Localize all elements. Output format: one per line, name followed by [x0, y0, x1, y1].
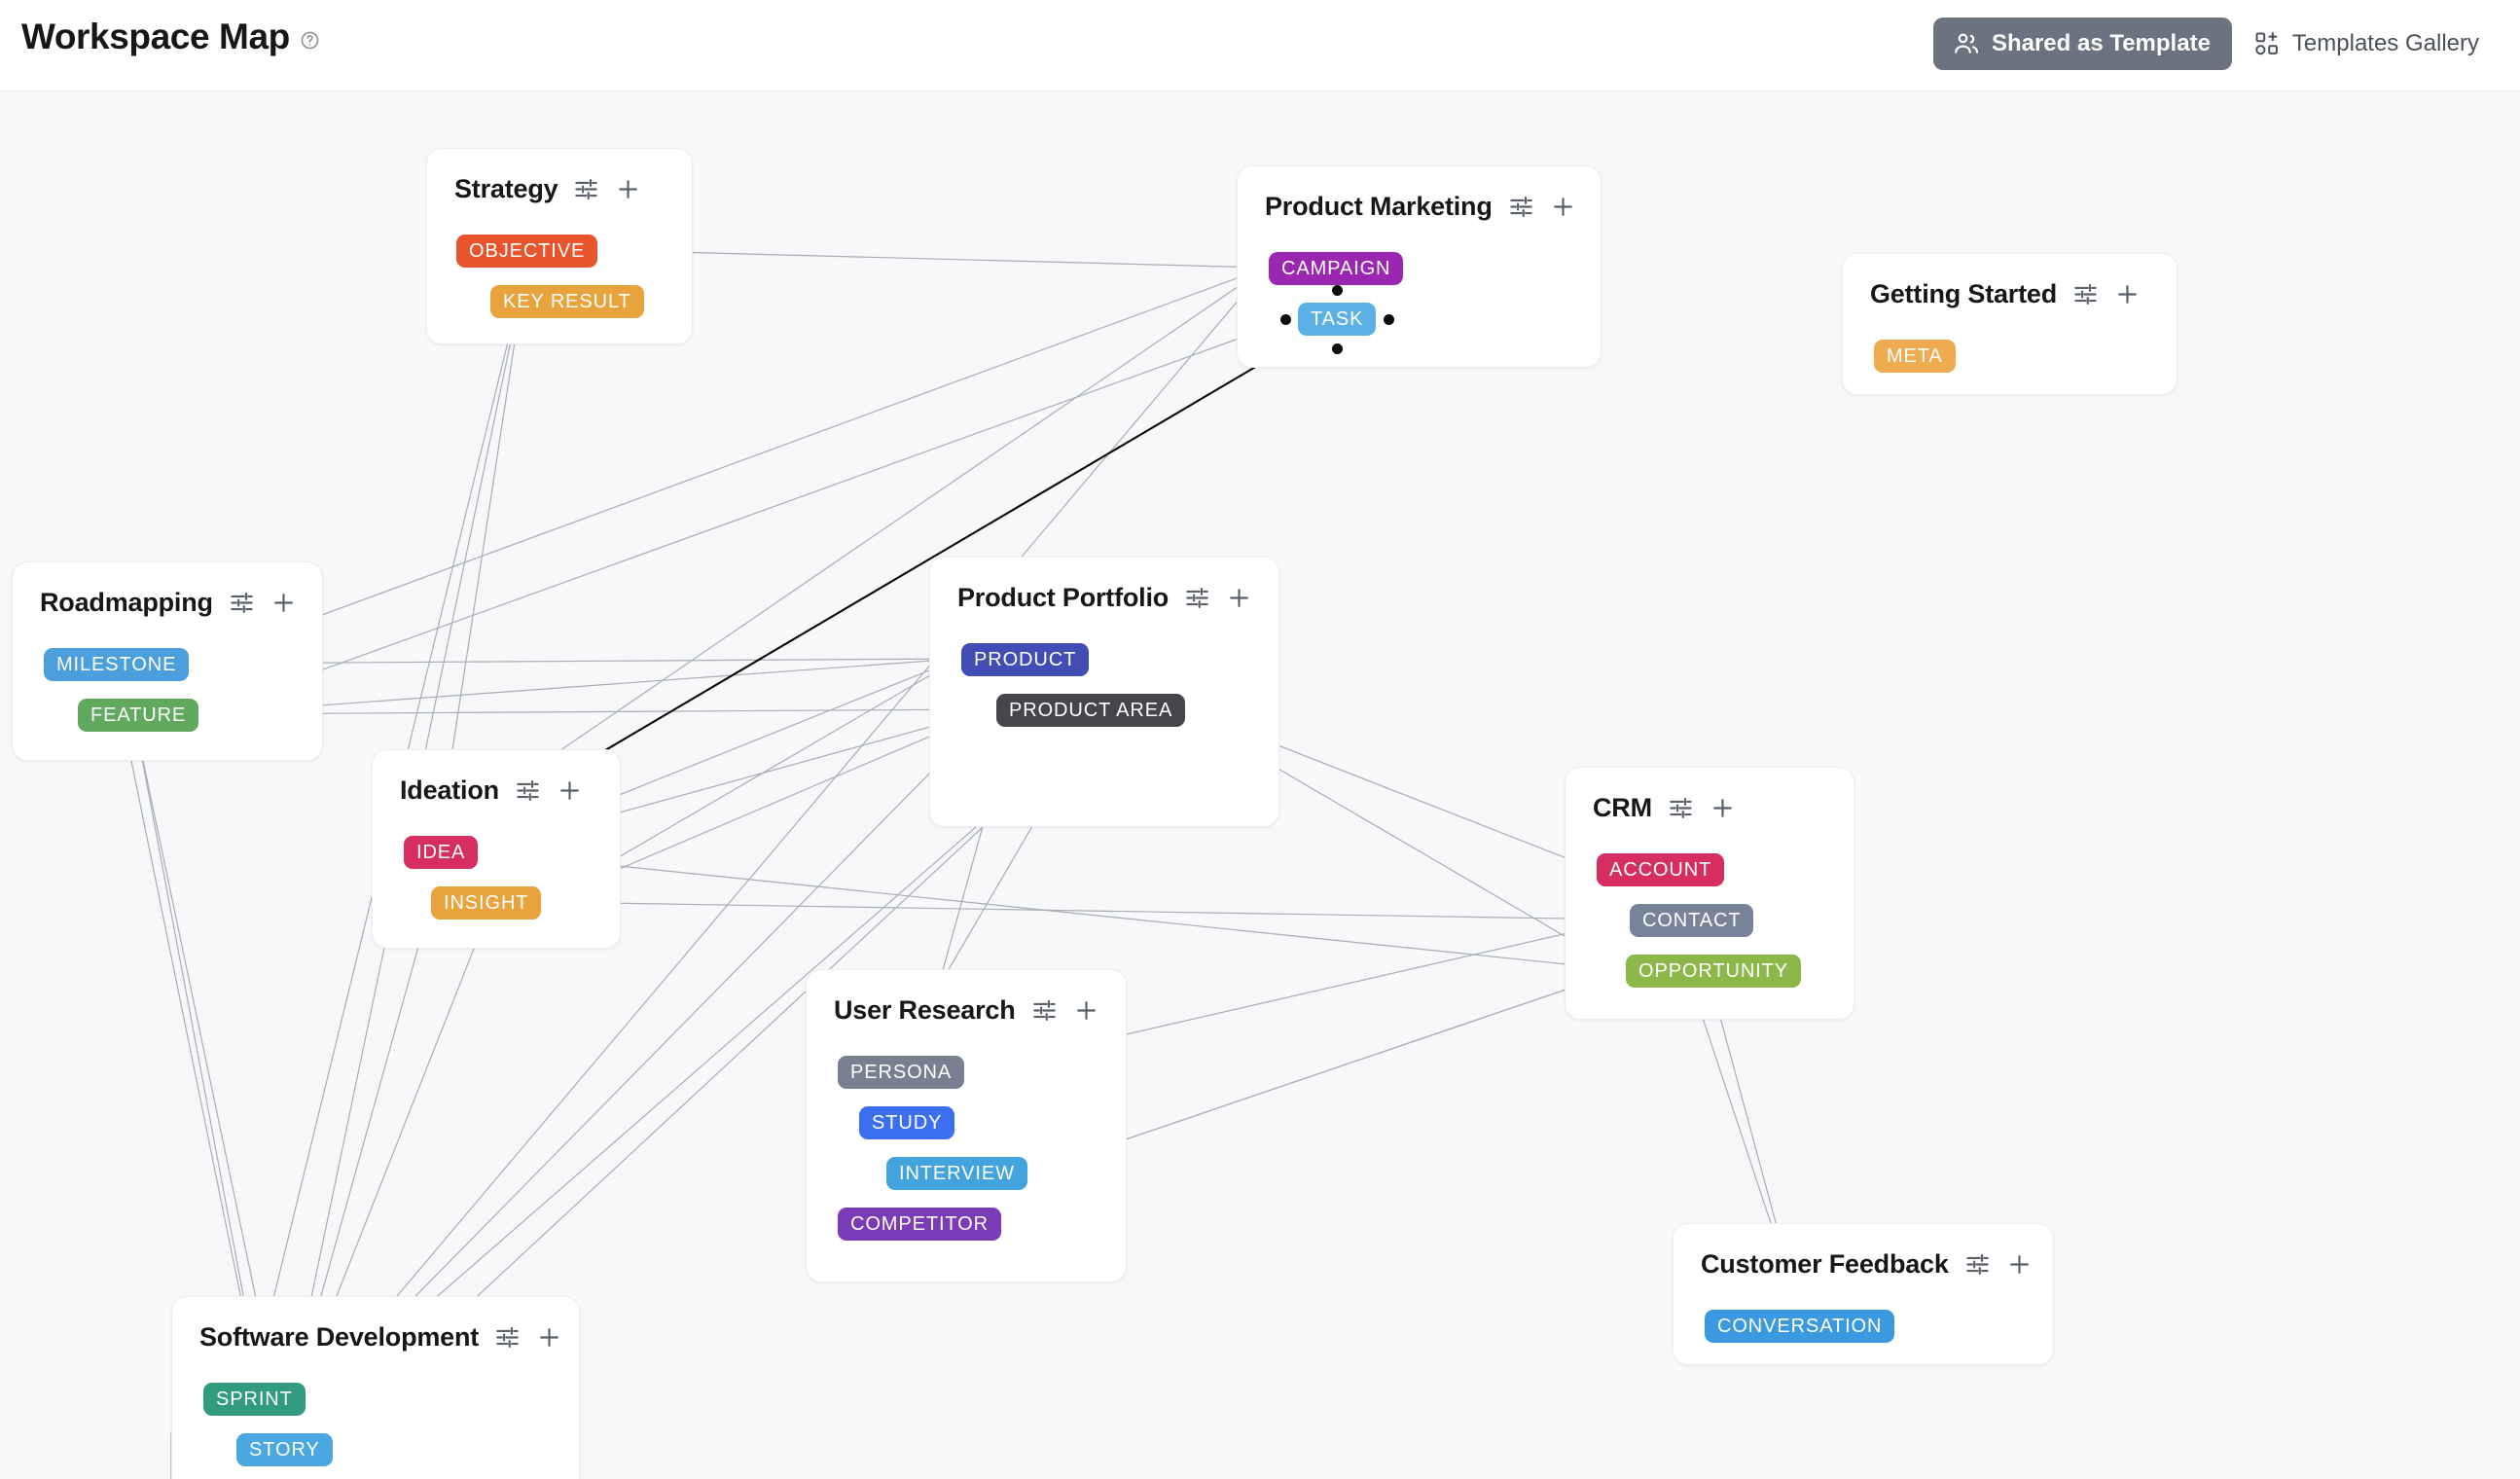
plus-icon[interactable] [2006, 1251, 2033, 1278]
node-account[interactable]: ACCOUNT [1597, 853, 1725, 886]
plus-icon[interactable] [557, 777, 583, 804]
plus-icon[interactable] [1073, 997, 1099, 1024]
node-meta[interactable]: META [1874, 340, 1956, 373]
shared-as-template-button[interactable]: Shared as Template [1932, 18, 2232, 70]
sliders-icon[interactable] [1184, 585, 1210, 611]
sliders-icon[interactable] [573, 176, 599, 202]
plus-icon[interactable] [536, 1324, 562, 1351]
node-contact[interactable]: CONTACT [1630, 904, 1754, 937]
node-key-result[interactable]: KEY RESULT [490, 285, 644, 318]
people-icon [1953, 30, 1980, 57]
node-task[interactable]: TASK [1298, 303, 1377, 336]
card-header-crm: CRM [1593, 793, 1736, 823]
sliders-icon[interactable] [1031, 997, 1058, 1024]
node-feature[interactable]: FEATURE [78, 699, 199, 732]
node-objective[interactable]: OBJECTIVE [456, 234, 598, 268]
plus-icon[interactable] [1226, 585, 1252, 611]
sliders-icon[interactable] [1964, 1251, 1991, 1278]
node-conversation[interactable]: CONVERSATION [1705, 1310, 1895, 1343]
card-title-getting-started: Getting Started [1870, 279, 2058, 308]
card-title-customer-feedback: Customer Feedback [1701, 1249, 1949, 1279]
node-persona[interactable]: PERSONA [838, 1056, 965, 1089]
plus-icon[interactable] [2114, 281, 2141, 307]
card-header-product-marketing: Product Marketing [1265, 192, 1576, 222]
templates-gallery-button[interactable]: Templates Gallery [2238, 18, 2495, 70]
node-milestone[interactable]: MILESTONE [44, 648, 190, 681]
node-campaign[interactable]: CAMPAIGN [1269, 252, 1404, 285]
node-interview[interactable]: INTERVIEW [886, 1157, 1027, 1190]
sliders-icon[interactable] [1668, 795, 1694, 821]
app-header: Workspace Map Sha [0, 0, 2520, 91]
selection-handle[interactable] [1279, 313, 1291, 325]
card-title-strategy: Strategy [454, 174, 558, 203]
card-title-crm: CRM [1593, 793, 1652, 822]
edge [478, 848, 1624, 971]
selection-handle[interactable] [1331, 343, 1343, 354]
card-title-roadmapping: Roadmapping [40, 588, 213, 617]
plus-icon[interactable] [1550, 194, 1576, 220]
card-header-strategy: Strategy [454, 174, 641, 204]
node-story[interactable]: STORY [236, 1433, 333, 1466]
card-header-product-portfolio: Product Portfolio [957, 583, 1252, 613]
page-title: Workspace Map [21, 17, 290, 56]
question-circle-icon[interactable] [300, 30, 320, 51]
edge [541, 898, 1628, 920]
templates-gallery-label: Templates Gallery [2291, 30, 2479, 56]
node-opportunity[interactable]: OPPORTUNITY [1626, 955, 1801, 988]
sliders-icon[interactable] [2072, 281, 2099, 307]
card-title-software-development: Software Development [199, 1322, 480, 1352]
header-actions: Shared as Template Templates Gallery [1932, 18, 2495, 70]
selection-handle[interactable] [1331, 284, 1343, 296]
page-title-group: Workspace Map [21, 17, 320, 57]
card-header-ideation: Ideation [400, 776, 583, 806]
templates-grid-icon [2253, 30, 2281, 57]
card-header-roadmapping: Roadmapping [40, 588, 297, 618]
card-header-getting-started: Getting Started [1870, 279, 2141, 309]
node-insight[interactable]: INSIGHT [431, 886, 542, 920]
card-header-software-development: Software Development [199, 1322, 562, 1353]
plus-icon[interactable] [270, 590, 297, 616]
sliders-icon[interactable] [1508, 194, 1534, 220]
node-competitor[interactable]: COMPETITOR [838, 1208, 1001, 1241]
card-title-product-portfolio: Product Portfolio [957, 583, 1170, 612]
card-header-user-research: User Research [834, 995, 1099, 1026]
plus-icon[interactable] [615, 176, 641, 202]
sliders-icon[interactable] [515, 777, 541, 804]
sliders-icon[interactable] [494, 1324, 521, 1351]
shared-as-template-label: Shared as Template [1991, 30, 2211, 56]
edge [597, 249, 1267, 271]
card-header-customer-feedback: Customer Feedback [1701, 1249, 2033, 1280]
card-title-product-marketing: Product Marketing [1265, 192, 1493, 221]
edge [439, 268, 529, 834]
card-software-development[interactable]: Software DevelopmentSPRINTSTORYBUG [171, 1296, 580, 1479]
selection-handle[interactable] [1383, 313, 1394, 325]
node-product-area[interactable]: PRODUCT AREA [996, 694, 1186, 727]
sliders-icon[interactable] [229, 590, 255, 616]
node-sprint[interactable]: SPRINT [203, 1383, 306, 1416]
node-product[interactable]: PRODUCT [961, 643, 1090, 676]
plus-icon[interactable] [1710, 795, 1736, 821]
node-study[interactable]: STUDY [859, 1106, 955, 1139]
card-title-user-research: User Research [834, 995, 1016, 1025]
card-title-ideation: Ideation [400, 776, 499, 805]
node-idea[interactable]: IDEA [404, 836, 479, 869]
card-crm[interactable]: CRM ACCOUNT CONTACT OPPORTUNITY [1565, 767, 1854, 1020]
